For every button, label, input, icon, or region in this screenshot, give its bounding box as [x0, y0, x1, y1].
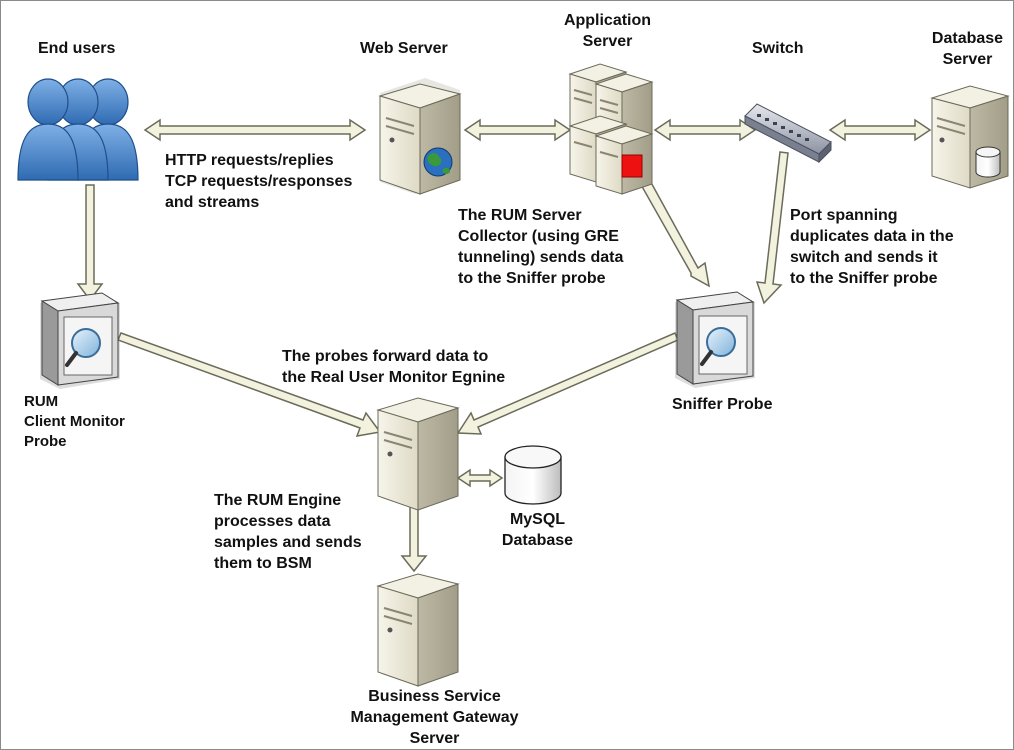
rum-engine-annotation: The RUM Engine processes data samples an…: [214, 490, 362, 574]
arrow-webserver-appserver: [463, 118, 572, 142]
bsm-gateway-line3: Server: [409, 730, 460, 747]
rum-collector-annotation: The RUM Server Collector (using GRE tunn…: [458, 205, 623, 289]
server-tower-icon: [376, 397, 460, 511]
arrow-appserver-switch: [653, 118, 757, 142]
rum-engine-line1: The RUM Engine: [214, 492, 342, 509]
database-server-label-line1: Database: [931, 30, 1004, 47]
arrow-switch-dbserver: [828, 118, 932, 142]
server-cluster-icon: [568, 63, 654, 195]
rum-client-probe-label: RUM Client Monitor Probe: [24, 392, 125, 452]
rum-engine-line4: them to BSM: [214, 555, 312, 572]
rum-collector-line1: The RUM Server: [458, 207, 582, 224]
collector-alert-icon: [621, 154, 643, 178]
rum-engine-line3: samples and sends: [214, 534, 362, 551]
rum-collector-line3: tunneling) sends data: [458, 249, 624, 266]
port-spanning-line3: switch and sends it: [790, 249, 938, 266]
rum-client-probe-line3: Probe: [24, 433, 67, 450]
port-spanning-line4: to the Sniffer probe: [790, 270, 938, 287]
http-traffic-annotation: HTTP requests/replies TCP requests/respo…: [165, 150, 352, 213]
database-server-label: Database Server: [915, 28, 1014, 70]
network-switch-icon: [744, 103, 832, 164]
arrow-users-clientprobe: [76, 184, 104, 302]
application-server-label-line1: Application: [563, 12, 652, 29]
http-traffic-line2: TCP requests/responses: [165, 173, 353, 190]
rum-engine-line2: processes data: [214, 513, 331, 530]
mysql-database-line1: MySQL: [509, 511, 566, 528]
mysql-database-label: MySQL Database: [490, 509, 585, 551]
arrow-clientprobe-engine: [116, 332, 382, 437]
port-spanning-annotation: Port spanning duplicates data in the swi…: [790, 205, 954, 289]
http-traffic-line3: and streams: [165, 194, 260, 211]
rum-client-probe-line1: RUM: [24, 393, 59, 410]
probe-magnifier-icon: [40, 292, 120, 389]
mysql-database-line2: Database: [501, 532, 574, 549]
arrow-engine-bsm: [400, 505, 428, 573]
application-server-label-line2: Server: [582, 33, 633, 50]
web-server-label: Web Server: [360, 40, 448, 57]
switch-label: Switch: [752, 40, 804, 57]
port-spanning-line1: Port spanning: [790, 207, 898, 224]
web-server-globe-icon: [378, 78, 462, 195]
http-traffic-line1: HTTP requests/replies: [165, 152, 334, 169]
arrow-appserver-sniffer: [639, 175, 711, 288]
rum-collector-line2: Collector (using GRE: [458, 228, 619, 245]
users-group-icon: [17, 78, 139, 181]
bsm-gateway-line1: Business Service: [368, 688, 501, 705]
probe-magnifier-icon: [675, 291, 755, 388]
probes-forward-line1: The probes forward data to: [282, 348, 489, 365]
database-server-icon: [930, 85, 1010, 189]
bsm-gateway-label: Business Service Management Gateway Serv…: [322, 686, 547, 749]
sniffer-probe-label: Sniffer Probe: [672, 396, 773, 413]
database-server-label-line2: Server: [942, 51, 993, 68]
arrow-sniffer-engine: [456, 332, 679, 435]
arrow-users-webserver: [143, 118, 367, 142]
probes-forward-annotation: The probes forward data to the Real User…: [282, 346, 505, 388]
connection-arrows: [76, 118, 932, 573]
rum-collector-line4: to the Sniffer probe: [458, 270, 606, 287]
probes-forward-line2: the Real User Monitor Egnine: [282, 369, 506, 386]
server-tower-icon: [376, 573, 460, 687]
arrow-engine-mysql: [456, 468, 504, 488]
end-users-label: End users: [38, 40, 116, 57]
arrow-switch-sniffer: [755, 151, 789, 305]
rum-client-probe-line2: Client Monitor: [24, 413, 125, 430]
database-cylinder-icon: [504, 445, 562, 505]
port-spanning-line2: duplicates data in the: [790, 228, 954, 245]
application-server-label: Application Server: [545, 10, 670, 52]
bsm-gateway-line2: Management Gateway: [350, 709, 519, 726]
